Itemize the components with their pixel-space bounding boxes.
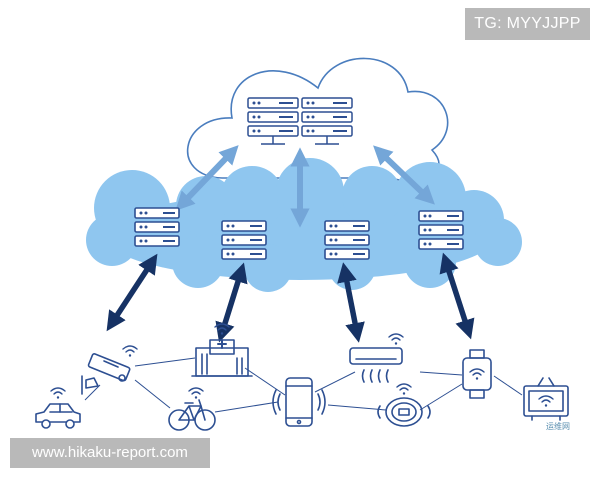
smartwatch-icon (462, 349, 492, 399)
edge-device-links (106, 252, 475, 343)
device-link-3 (337, 262, 365, 343)
smartphone-icon (272, 377, 326, 427)
device-link-2 (215, 262, 248, 343)
hospital-icon (191, 323, 253, 377)
tg-watermark-badge: TG: MYYJJPP (465, 8, 590, 40)
cloud-link-1 (175, 145, 239, 211)
car-icon (35, 387, 81, 429)
bicycle-icon (168, 387, 216, 431)
smart-tv-icon (523, 377, 569, 421)
server-icon (324, 220, 370, 260)
device-link-4 (439, 252, 475, 340)
robot-vacuum-icon (377, 383, 431, 427)
site-url-watermark: www.hikaku-report.com (10, 438, 210, 468)
devices (35, 323, 569, 431)
server-icon (418, 210, 464, 250)
server-icon (134, 207, 180, 247)
device-link-1 (106, 253, 158, 332)
air-conditioner-icon (349, 333, 404, 383)
device-mesh-lines (84, 357, 523, 413)
server-icon (221, 220, 267, 260)
cloud-edge-links (175, 145, 435, 228)
cloud-link-3 (373, 145, 435, 205)
corner-watermark-text: 运维网 (546, 422, 570, 431)
security-camera-icon (81, 345, 138, 395)
